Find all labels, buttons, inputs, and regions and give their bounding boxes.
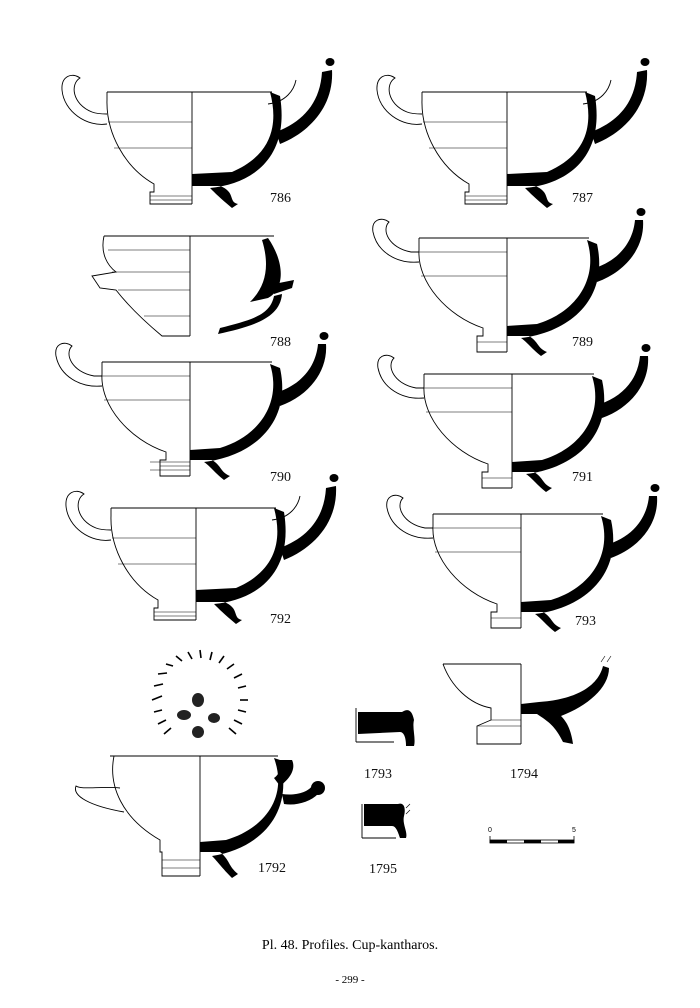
figure-number-792: 792: [270, 612, 291, 627]
figure-number-1793: 1793: [364, 767, 392, 782]
scale-bar-end-label: 5: [572, 827, 576, 834]
profile-791: [377, 343, 651, 493]
figure-number-787: 787: [572, 191, 593, 206]
figure-number-788: 788: [270, 335, 291, 350]
profile-793: [386, 483, 660, 633]
figure-number-1795: 1795: [369, 862, 397, 877]
profile-788: [91, 235, 294, 337]
profile-786: [61, 57, 335, 209]
figure-number-1792: 1792: [258, 861, 286, 876]
figure-number-793: 793: [575, 614, 596, 629]
profile-792: [65, 473, 339, 625]
profile-790: [55, 331, 329, 481]
profile-789: [372, 207, 646, 357]
figure-number-790: 790: [270, 470, 291, 485]
scale-bar: [489, 836, 575, 844]
profile-1792: [75, 755, 325, 878]
figure-number-1794: 1794: [510, 767, 538, 782]
profile-1794: [442, 655, 612, 745]
figure-number-786: 786: [270, 191, 291, 206]
profile-1793: [355, 708, 415, 746]
profile-787: [376, 57, 650, 209]
plate-caption: Pl. 48. Profiles. Cup-kantharos.: [261, 938, 439, 953]
profile-1795: [361, 803, 411, 839]
scale-bar-start-label: 0: [488, 827, 492, 834]
figure-number-791: 791: [572, 470, 593, 485]
page-number: - 299 -: [335, 974, 365, 986]
stamped-rosette-1792: [151, 649, 248, 738]
figure-number-789: 789: [572, 335, 593, 350]
